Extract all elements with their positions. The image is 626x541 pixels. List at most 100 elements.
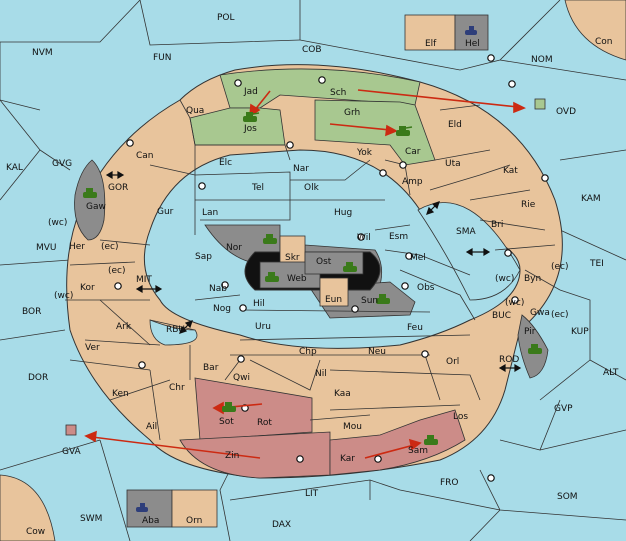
land-label-qwi: Qwi [233,373,250,383]
sea-labels: POL NVM FUN COB NOM KAL GVG GOR MVU BOR … [6,13,619,530]
land-label-ver: Ver [85,343,100,353]
land-label-sap: Sap [195,252,212,262]
army-unit-icon [222,402,236,412]
land-label-obs: Obs [417,283,435,293]
land-label-ec1: (ec) [101,242,119,252]
land-label-wc3: (wc) [54,291,73,301]
land-label-uru: Uru [255,322,271,332]
land-label-ark: Ark [116,322,132,332]
land-label-kor: Kor [80,283,95,293]
land-label-eun: Eun [325,295,342,305]
land-label-sam: Sam [408,446,428,456]
sea-label-nvm: NVM [32,48,53,58]
army-unit-icon [263,234,277,244]
sea-label-kam: KAM [581,194,601,204]
sea-label-rod: ROD [499,355,519,365]
land-label-hil: Hil [253,299,265,309]
sea-label-alt: ALT [603,368,619,378]
land-label-orl: Orl [446,357,459,367]
land-label-yok: Yok [356,148,373,158]
sea-label-som: SOM [557,492,578,502]
destination-marker [534,98,546,110]
sea-label-pol: POL [217,13,235,23]
land-label-sun: Sun [361,296,378,306]
sea-label-bor: BOR [22,307,41,317]
order-arrows [84,89,526,459]
land-label-neu: Neu [368,347,386,357]
land-label-wc1: (wc) [48,218,67,228]
land-label-bri: Bri [491,220,503,230]
land-label-esm: Esm [389,232,408,242]
kar-sam-region [329,409,466,476]
land-label-tel: Tel [251,183,264,193]
land-label-elf: Elf [425,39,437,49]
destination-marker [65,424,77,436]
land-label-elc: Elc [219,158,232,168]
sea-label-gor: GOR [108,183,128,193]
sot-rot-region [194,377,313,441]
land-label-wil: Wil [357,233,371,243]
sea-label-swm: SWM [80,514,102,524]
sea-label-ovd: OVD [556,107,576,117]
supply-centers [114,54,549,482]
land-label-wc4: (wc) [505,298,524,308]
land-labels: Jad Sch Qua Grh Jos Eld Yok Can Car Elc … [26,37,613,537]
land-label-ost: Ost [316,257,332,267]
land-label-can: Can [136,151,154,161]
land-label-ec3: (ec) [551,262,569,272]
orn-box [171,489,218,528]
land-label-los: Los [453,412,468,422]
land-label-sot: Sot [219,417,234,427]
land-label-zin: Zin [225,451,239,461]
sea-label-gvg: GVG [52,159,72,169]
army-unit-icon [343,262,357,272]
land-label-amp: Amp [402,177,423,187]
sea-label-kup: KUP [571,327,589,337]
eun-block [319,277,349,307]
land-label-nor: Nor [226,243,242,253]
elf-box [404,14,456,51]
land-label-orn: Orn [186,516,202,526]
army-unit-icon [243,112,260,122]
army-unit-icon [83,188,97,198]
land-label-byn: Byn [524,274,541,284]
sea-label-cob: COB [302,45,322,55]
land-label-gwa: Gwa [530,308,550,318]
land-label-nar: Nar [293,164,309,174]
sea-label-gva: GVA [62,447,82,457]
land-label-nog: Nog [213,304,231,314]
land-label-olk: Olk [304,183,320,193]
green-territory-north [219,68,421,109]
sea-label-gvp: GVP [554,404,573,414]
land-label-her: Her [69,242,85,252]
army-unit-icon [265,272,279,282]
land-label-con: Con [595,37,613,47]
land-label-sch: Sch [330,88,346,98]
sea-label-dor: DOR [28,373,48,383]
sea-label-fun: FUN [153,53,172,63]
sea-label-nom: NOM [531,55,553,65]
land-label-ec4: (ec) [551,310,569,320]
interior-borders [65,99,561,441]
sea-label-kal: KAL [6,163,23,173]
sea-label-fro: FRO [440,478,459,488]
sea-label-mvu: MVU [36,243,57,253]
land-label-gur: Gur [157,207,174,217]
fleet-unit-icon [465,26,477,35]
sea-label-buc: BUC [492,311,511,321]
army-unit-icon [376,294,390,304]
land-label-nil: Nil [315,369,327,379]
land-label-feu: Feu [407,323,423,333]
land-label-grh: Grh [344,108,360,118]
land-label-lan: Lan [202,208,218,218]
land-label-gaw: Gaw [86,202,106,212]
aba-box [126,489,173,528]
skr-block [279,235,306,265]
land-label-web: Web [287,274,307,284]
land-label-ail: Ail [146,422,157,432]
land-label-mel: Mel [410,253,426,263]
land-label-chr: Chr [169,383,185,393]
crossing-arrows [105,170,522,373]
sea-label-sma: SMA [456,227,476,237]
